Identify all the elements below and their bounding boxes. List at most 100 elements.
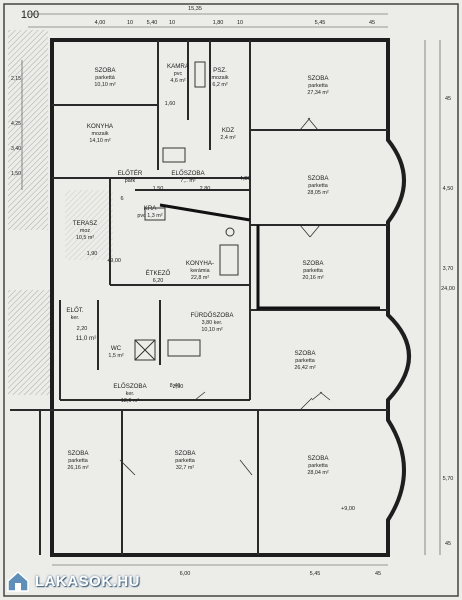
room-label: parketta [308,183,327,189]
room-label: 6,20 [153,278,164,284]
misc-label: 8,40 [170,383,181,389]
bottom-dimension: 5,45 [310,571,321,577]
misc-label: 1,90 [87,251,98,257]
room-label: moz [80,228,90,234]
misc-label: +9,00 [341,506,355,512]
left-dimension: 4,25 [11,121,21,127]
top-dimension: 10 [169,20,175,26]
top-dimension: 10 [127,20,133,26]
room-label: parketta [308,83,327,89]
room-label: KRA [144,205,158,212]
room-label: 12,6 m² [121,398,139,404]
room-label: mozaik [211,75,228,81]
right-dimension: 45 [445,96,451,102]
room-label: 4,6 m² [170,78,185,84]
room-label: parketta [303,268,322,274]
heavy-partitions [159,203,380,310]
room-label: mozaik [91,131,108,137]
room-label: ELŐT. [66,307,83,314]
room-label: pvc [174,71,183,77]
room-label: kerámia [190,268,209,274]
misc-label: 1,50 [153,186,164,192]
room-label: FÜRDŐSZOBA [191,312,235,319]
misc-label: 3,50 [173,384,184,390]
misc-label: 1,60 [165,101,176,107]
room-label: KONYHA [87,123,114,130]
room-label: 11,0 m² [76,335,97,342]
right-dimension: 3,70 [443,266,454,272]
misc-label: 6 [120,196,123,202]
room-label: ker. [126,391,135,397]
top-dimension: 5,45 [315,20,326,26]
right-dimension: 5,70 [443,476,454,482]
room-label: 26,42 m² [294,365,315,371]
lakasok-watermark: LAKASOK.HU [5,566,175,596]
right-dimension: 45 [445,541,451,547]
top-dimension: 15,35 [188,6,202,12]
room-label: 2,4 m² [220,135,235,141]
room-label: SZOBA [175,450,197,457]
top-dimension: 45 [369,20,375,26]
left-dimension: 3,40 [11,146,21,152]
room-label: 7,.. m² [180,178,195,184]
room-label: 22,8 m² [191,275,209,281]
room-label: 10,5 m² [76,235,94,241]
bottom-dimension: 6,00 [180,571,191,577]
room-label: ELŐSZOBA [113,383,147,390]
room-label: KONYHA- [186,260,214,267]
sheet-number: 100 [21,9,39,21]
room-label: 3,80 ker. [202,320,223,326]
room-label: parketta [175,458,194,464]
right-dimension: 24,00 [441,286,455,292]
room-label: 1,5 m² [108,353,123,359]
bottom-dimension: 45 [375,571,381,577]
room-label: ÉTKEZŐ [146,270,171,277]
room-label: SZOBA [95,67,117,74]
room-label: parketta [308,463,327,469]
room-label: 27,34 m² [307,90,328,96]
room-label: SZOBA [295,350,317,357]
room-label: SZOBA [68,450,90,457]
room-label: ELŐTÉR [118,170,143,177]
room-label: 28,04 m² [307,470,328,476]
top-dimension: 10 [237,20,243,26]
fixtures [134,61,239,361]
room-label: 20,16 m² [302,275,323,281]
room-label: SZOBA [308,455,330,462]
top-dimension: 5,40 [147,20,158,26]
room-label: SZOBA [308,75,330,82]
misc-label: 2,20 [77,326,88,332]
room-label: 26,16 m² [67,465,88,471]
left-dimension: 2,15 [11,76,21,82]
room-label: parkettá [95,75,114,81]
room-label: 6,2 m² [212,82,227,88]
misc-label: +9,00 [107,258,121,264]
room-label: KAMRA [167,63,190,70]
door-swings [119,117,331,476]
room-label: PSZ. [213,67,227,74]
hatched-area-top-left [8,30,48,230]
room-label: parketta [68,458,87,464]
dimension-lines [21,13,441,566]
room-label: SZOBA [303,260,325,267]
room-label: 14,10 m² [89,138,110,144]
room-label: ker. [71,315,80,321]
top-dimension: 4,00 [95,20,106,26]
room-label: pvc 1,3 m² [137,213,162,219]
brand-name: LAKASOK.HU [35,572,140,590]
room-label: 10,10 m² [94,82,115,88]
left-dimension: 1,50 [11,171,21,177]
top-dimension: 1,80 [213,20,224,26]
room-label: park [125,178,136,184]
stair-area [8,290,53,395]
room-label: 32,7 m² [176,465,194,471]
room-label: 28,05 m² [307,190,328,196]
room-label: WC [111,345,122,352]
house-icon [7,570,29,592]
room-label: KDZ [222,127,235,134]
room-label: TERASZ [73,220,98,227]
misc-label: 2,80 [200,186,211,192]
exterior-walls [50,38,411,557]
terrace-area [65,190,113,260]
